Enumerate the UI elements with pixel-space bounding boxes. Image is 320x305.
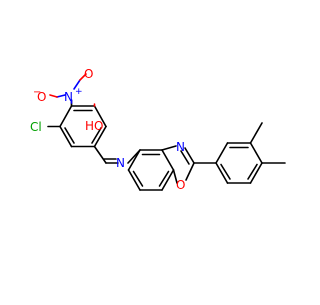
minus-charge-label: −	[33, 87, 41, 98]
oxazole-oxygen-label: O	[176, 178, 185, 192]
bond	[180, 150, 190, 165]
nitro-n-bonds	[56, 79, 81, 104]
bond	[249, 142, 263, 164]
bonds	[47, 103, 286, 191]
nitro-oxygen-anion-label: O	[37, 90, 46, 104]
bond	[91, 127, 102, 144]
structure-diagram: Cl O − N + O HO N N O	[30, 67, 286, 192]
bond	[215, 142, 229, 164]
bond	[56, 94, 66, 98]
bond	[93, 105, 107, 128]
bond	[172, 169, 178, 184]
nitro-nitrogen-label: N	[64, 90, 73, 104]
bond	[127, 149, 141, 171]
bond	[185, 162, 195, 181]
bond	[161, 169, 175, 191]
bond	[132, 170, 144, 187]
molecule-canvas: Cl O − N + O HO N N O	[30, 67, 286, 192]
nitro-oxygen-label: O	[84, 67, 93, 81]
bond	[184, 147, 195, 164]
bond	[127, 169, 141, 191]
bond-methyl	[249, 122, 263, 144]
bond	[215, 162, 229, 184]
bond-to-methine	[93, 145, 107, 164]
bond	[73, 79, 81, 90]
bond	[59, 125, 73, 148]
bond	[64, 127, 75, 144]
bond	[220, 163, 231, 180]
bond	[161, 145, 177, 151]
bond	[79, 73, 87, 81]
bond	[59, 105, 73, 128]
chlorine-atom-label: Cl	[30, 120, 42, 134]
hydroxyl-label: HO	[85, 119, 103, 133]
bond	[161, 149, 175, 171]
plus-charge-label: +	[75, 87, 83, 97]
imine-nitrogen-label: N	[116, 156, 125, 170]
bond	[249, 162, 263, 184]
nitro-o-bonds	[49, 73, 96, 107]
bond	[247, 163, 258, 180]
oxazole-nitrogen-label: N	[176, 140, 185, 154]
bond	[158, 170, 170, 187]
bond	[49, 94, 58, 98]
bond	[93, 125, 107, 148]
